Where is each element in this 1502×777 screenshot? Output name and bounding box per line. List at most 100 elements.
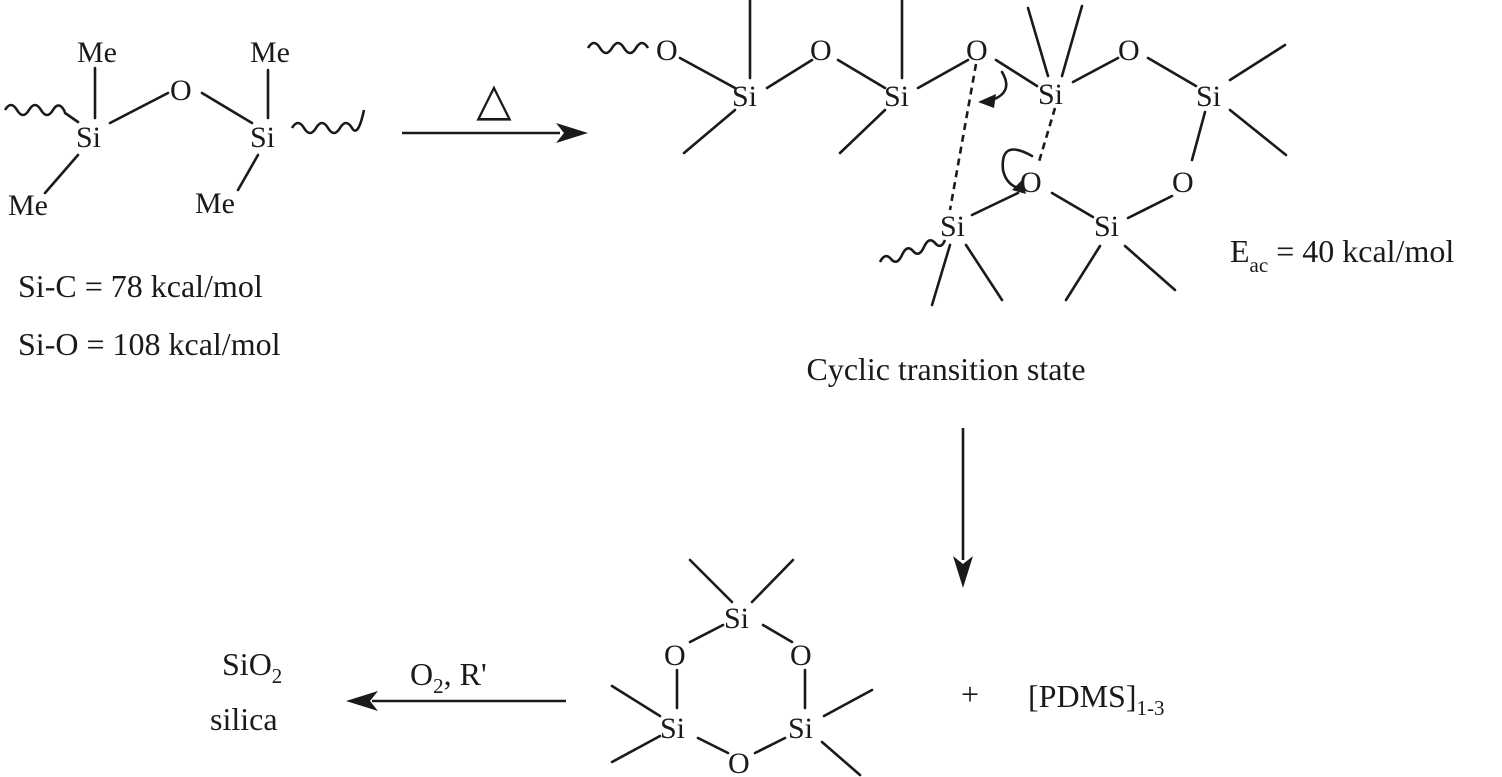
atom-si: Si bbox=[1196, 80, 1221, 113]
bond bbox=[838, 108, 887, 155]
atom-me: Me bbox=[250, 36, 290, 69]
bond bbox=[964, 243, 1004, 302]
bond bbox=[63, 111, 80, 124]
plus-sign: + bbox=[961, 676, 979, 712]
bond bbox=[610, 734, 662, 764]
activation-energy: Eac = 40 kcal/mol bbox=[1230, 233, 1454, 277]
reaction-arrow-down bbox=[953, 428, 973, 588]
bond bbox=[1050, 191, 1095, 219]
bond bbox=[930, 243, 952, 307]
bond bbox=[1228, 108, 1288, 157]
transition-state-structure: O Si O Si O Si O Si O O Si Si bbox=[586, 0, 1288, 307]
bond bbox=[1123, 244, 1177, 292]
bond bbox=[682, 108, 737, 155]
pdms-subscript: 1-3 bbox=[1136, 696, 1164, 720]
atom-o: O bbox=[810, 34, 832, 67]
atom-si: Si bbox=[732, 80, 757, 113]
atom-o: O bbox=[1020, 166, 1042, 199]
silica-formula: SiO2 bbox=[222, 646, 282, 688]
reaction-arrow-heat: △ bbox=[402, 74, 588, 143]
bond bbox=[43, 153, 80, 195]
activation-energy-symbol: E bbox=[1230, 233, 1250, 269]
wavy-bond-left bbox=[3, 103, 67, 117]
atom-o: O bbox=[170, 74, 192, 107]
atom-si: Si bbox=[76, 121, 101, 154]
atom-si: Si bbox=[940, 210, 965, 243]
arrow-head bbox=[556, 123, 588, 143]
bond bbox=[761, 623, 794, 644]
bond bbox=[1190, 110, 1207, 162]
atom-o: O bbox=[728, 747, 750, 777]
bond bbox=[753, 736, 787, 755]
bond bbox=[1071, 56, 1120, 84]
bond-energy-si-c: Si-C = 78 kcal/mol bbox=[18, 268, 263, 304]
atom-o: O bbox=[664, 639, 686, 672]
atom-me: Me bbox=[195, 187, 235, 220]
activation-energy-value: = 40 kcal/mol bbox=[1268, 233, 1454, 269]
bond bbox=[610, 684, 662, 718]
reagent-subscript: 2 bbox=[433, 674, 444, 698]
wavy-bond bbox=[586, 41, 650, 55]
arrow-head bbox=[346, 691, 378, 711]
atom-o: O bbox=[656, 34, 678, 67]
bond bbox=[1146, 56, 1198, 88]
cyclic-trimer-d3: Si O O Si Si O bbox=[610, 558, 874, 777]
bond bbox=[1026, 6, 1050, 78]
reactant-siloxane: Me Si Me O Me Si Me bbox=[3, 36, 366, 222]
bond bbox=[1060, 4, 1084, 78]
bond bbox=[1228, 43, 1287, 82]
arrow-head bbox=[953, 556, 973, 588]
bond bbox=[108, 91, 170, 125]
atom-me: Me bbox=[77, 36, 117, 69]
transition-state-caption: Cyclic transition state bbox=[806, 351, 1085, 387]
bond bbox=[820, 740, 862, 777]
atom-o: O bbox=[790, 639, 812, 672]
reagent-rest: , R' bbox=[444, 656, 487, 692]
bond bbox=[836, 58, 887, 90]
arrow-head bbox=[978, 94, 996, 108]
silica-formula-main: SiO bbox=[222, 646, 272, 682]
silica-name: silica bbox=[210, 701, 278, 737]
atom-si: Si bbox=[660, 712, 685, 745]
bond bbox=[994, 58, 1039, 88]
activation-energy-subscript: ac bbox=[1250, 253, 1269, 277]
partial-bond-dashed bbox=[948, 63, 978, 211]
bond bbox=[688, 623, 725, 644]
pdms-oligomers: [PDMS]1-3 bbox=[1028, 678, 1164, 720]
atom-o: O bbox=[1172, 166, 1194, 199]
bond bbox=[236, 153, 260, 192]
oxidation-reagent: O2, R' bbox=[410, 656, 487, 698]
partial-bond-dashed bbox=[1036, 107, 1057, 166]
atom-si: Si bbox=[724, 602, 749, 635]
wavy-bond-right bbox=[290, 109, 366, 135]
atom-si: Si bbox=[250, 121, 275, 154]
reagent-o: O bbox=[410, 656, 433, 692]
silica-formula-subscript: 2 bbox=[272, 664, 283, 688]
atom-me: Me bbox=[8, 189, 48, 222]
bond bbox=[1064, 244, 1102, 302]
atom-si: Si bbox=[884, 80, 909, 113]
atom-si: Si bbox=[788, 712, 813, 745]
bond bbox=[678, 56, 737, 90]
curved-arrow bbox=[1001, 148, 1034, 190]
wavy-bond bbox=[878, 238, 947, 264]
atom-o: O bbox=[966, 34, 988, 67]
heat-symbol: △ bbox=[476, 74, 512, 125]
bond bbox=[916, 58, 970, 90]
arrow-head bbox=[1012, 180, 1026, 194]
atom-o: O bbox=[1118, 34, 1140, 67]
bond-energy-si-o: Si-O = 108 kcal/mol bbox=[18, 326, 281, 362]
pdms-label: [PDMS] bbox=[1028, 678, 1136, 714]
atom-si: Si bbox=[1038, 78, 1063, 111]
bond bbox=[822, 688, 874, 718]
bond bbox=[696, 736, 730, 755]
bond bbox=[765, 58, 814, 90]
bond bbox=[970, 191, 1020, 217]
atom-si: Si bbox=[1094, 210, 1119, 243]
bond bbox=[200, 91, 254, 125]
bond bbox=[750, 558, 795, 604]
bond bbox=[1126, 194, 1174, 220]
reaction-arrow-oxidation: O2, R' bbox=[346, 656, 566, 711]
bond bbox=[688, 558, 734, 604]
